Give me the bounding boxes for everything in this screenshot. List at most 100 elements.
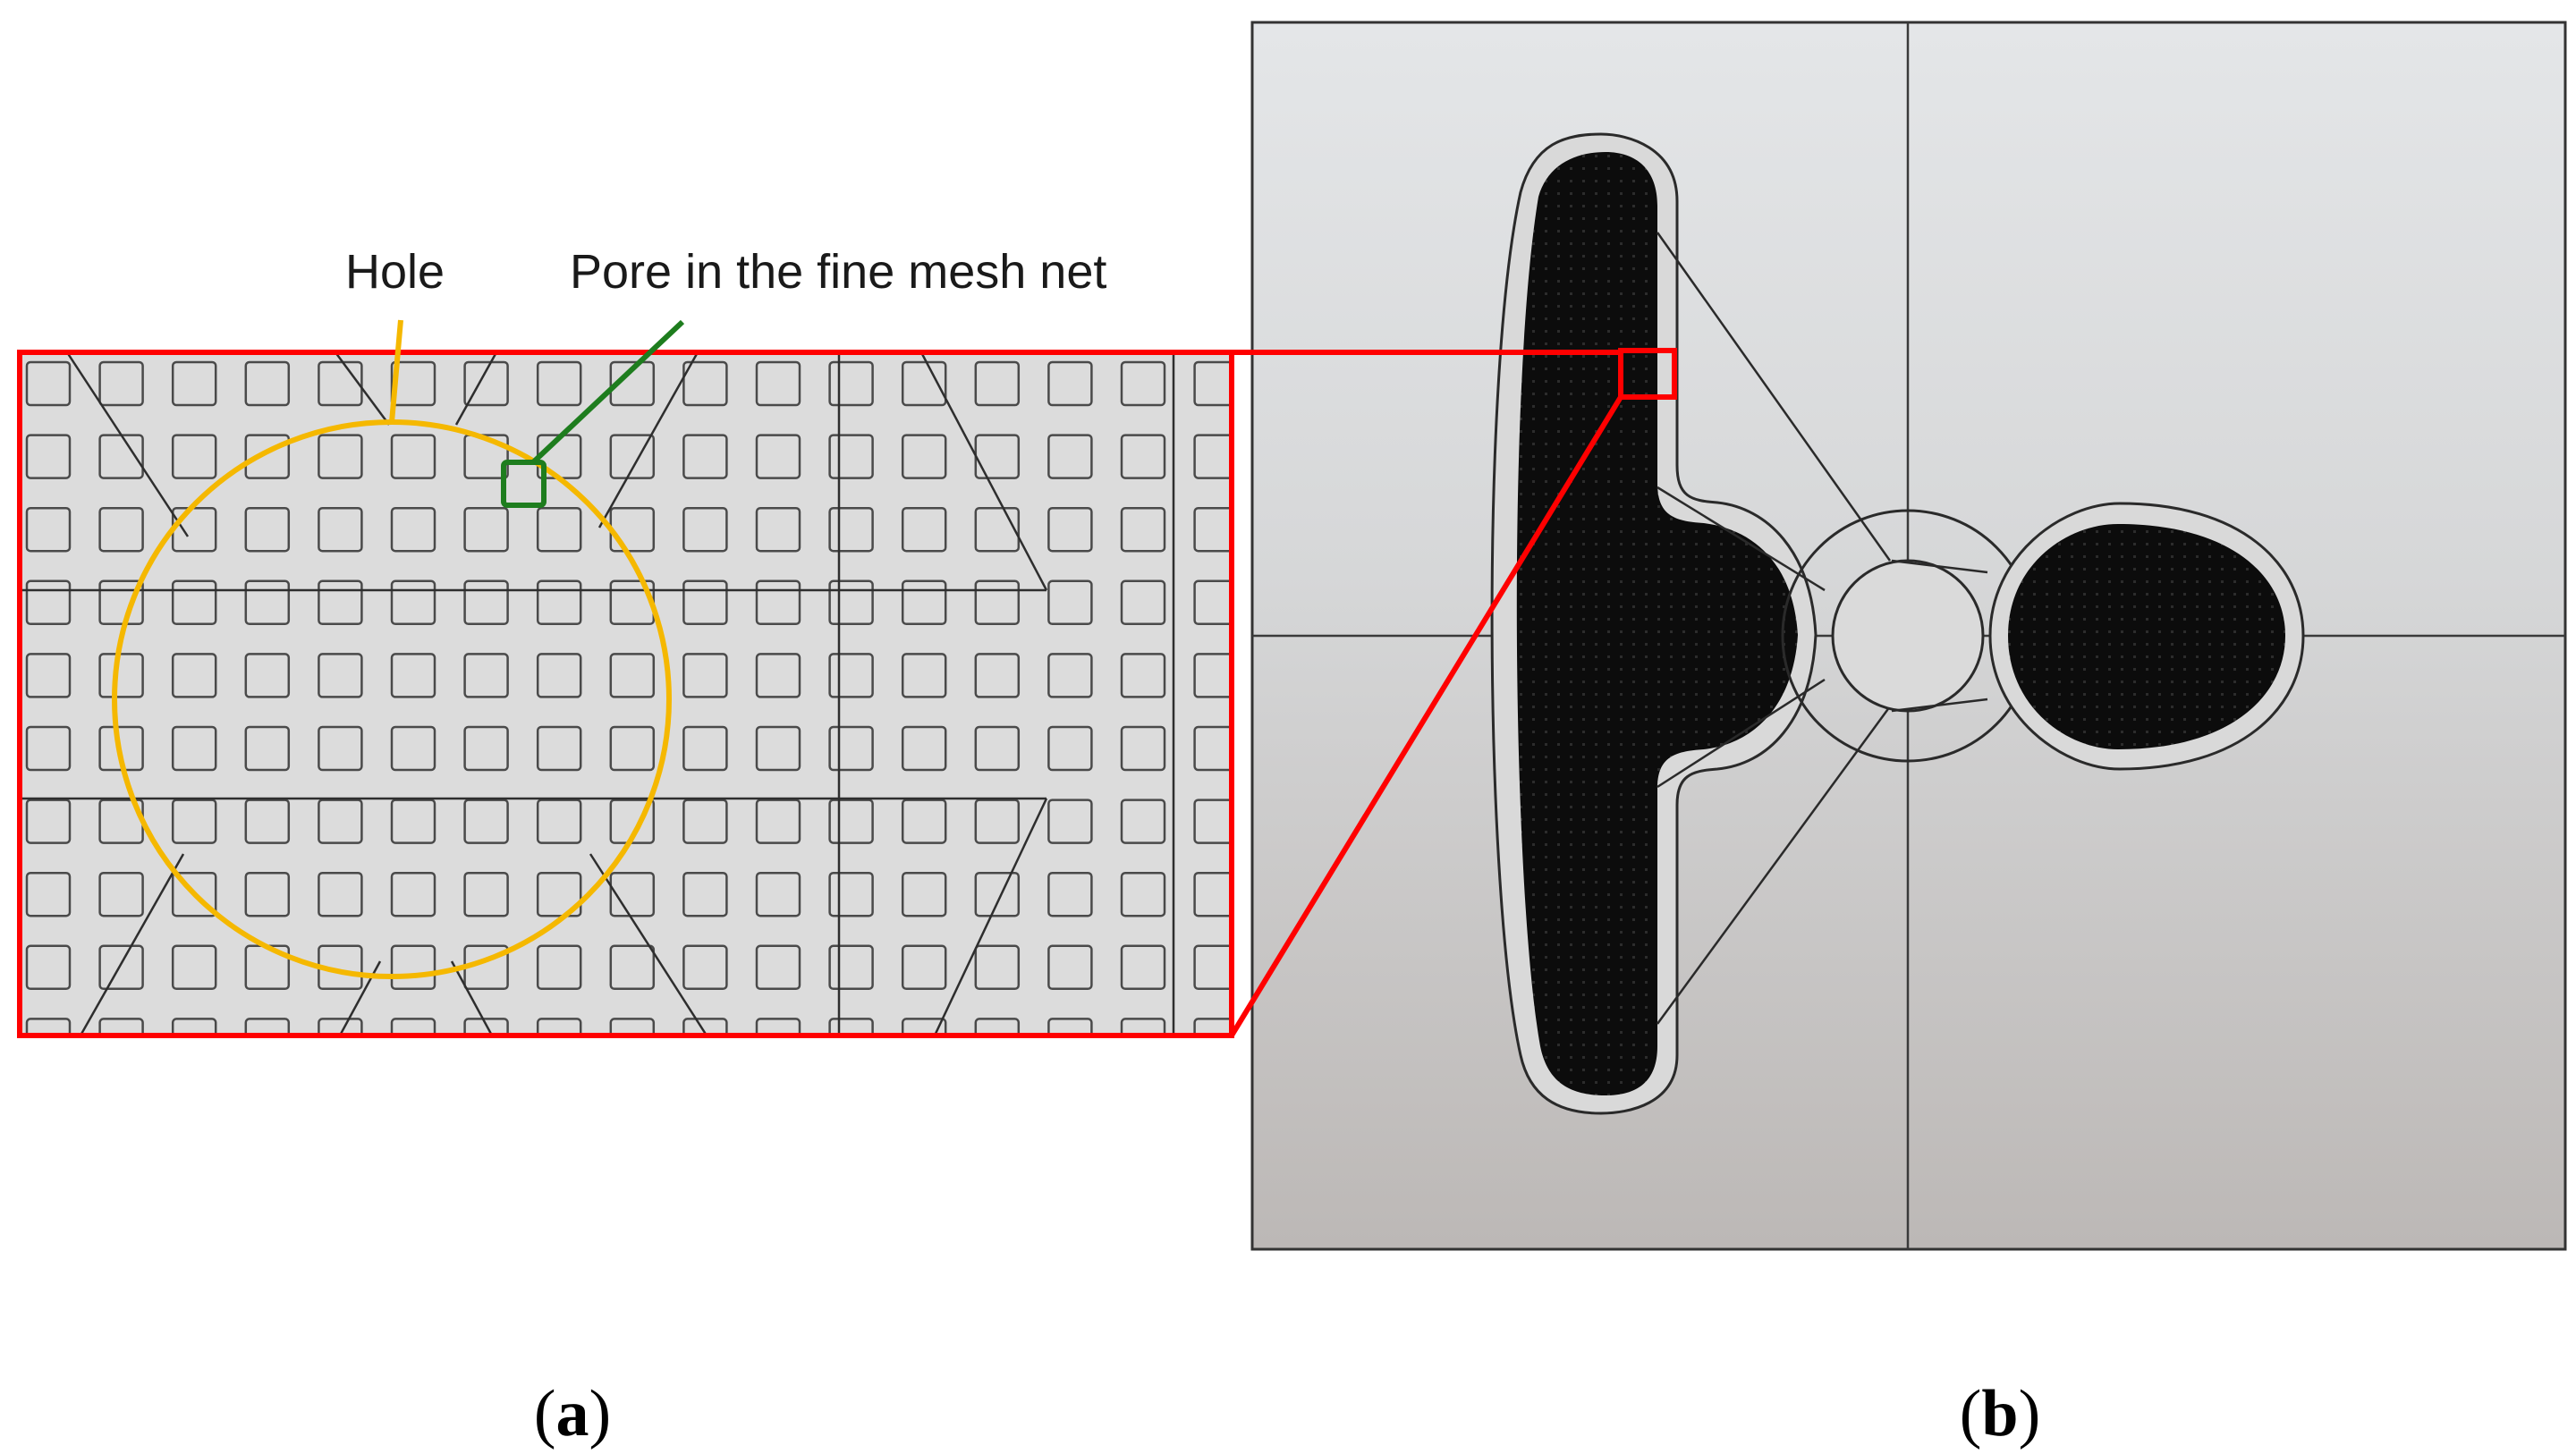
mesh-pore	[828, 360, 874, 407]
mesh-pore	[98, 653, 144, 698]
mesh-pore	[1047, 871, 1093, 917]
mesh-pore	[1047, 579, 1093, 626]
mesh-pore	[682, 434, 728, 479]
mesh-pore	[901, 653, 947, 698]
mesh-pore	[682, 1018, 728, 1036]
mesh-pore	[463, 506, 509, 553]
mesh-pore	[390, 799, 436, 844]
mesh-pore	[1047, 799, 1093, 844]
mesh-pore	[536, 1018, 582, 1036]
mesh-pore	[244, 579, 291, 626]
pore-marker	[501, 460, 547, 508]
mesh-pore	[974, 871, 1021, 917]
mesh-pore	[901, 944, 947, 991]
right-lobe-filled-region	[2008, 524, 2285, 749]
mesh-pore	[1120, 944, 1166, 991]
mesh-pore	[25, 871, 72, 917]
mesh-pore	[1193, 506, 1232, 553]
mesh-pore	[1120, 1018, 1166, 1036]
mesh-pore	[901, 434, 947, 479]
mesh-pore	[1120, 871, 1166, 917]
mesh-pore	[244, 360, 291, 407]
mesh-pore	[171, 434, 217, 479]
mesh-pore	[1047, 653, 1093, 698]
mesh-pore	[609, 944, 656, 991]
mesh-pore	[25, 653, 72, 698]
mesh-pore	[463, 725, 509, 772]
mesh-pore	[1193, 725, 1232, 772]
mesh-pore	[1047, 434, 1093, 479]
mesh-pore	[755, 506, 801, 553]
mesh-pore	[755, 579, 801, 626]
mesh-pore	[244, 1018, 291, 1036]
mesh-pore	[536, 871, 582, 917]
mesh-pore	[318, 725, 363, 772]
mesh-structure-lines	[20, 352, 1175, 1036]
mesh-pore	[1047, 944, 1093, 991]
zoom-source-marker	[1618, 348, 1677, 400]
mesh-pore	[609, 1018, 656, 1036]
mesh-pore	[25, 799, 72, 844]
mesh-pore	[828, 871, 874, 917]
mesh-pore	[828, 506, 874, 553]
mesh-pore	[536, 799, 582, 844]
mesh-pore	[974, 579, 1021, 626]
mesh-pore	[390, 653, 436, 698]
mesh-pore	[463, 579, 509, 626]
center-inner-ring	[1831, 559, 1985, 713]
mesh-pore	[98, 944, 144, 991]
mesh-pore	[318, 434, 363, 479]
mesh-pore	[828, 434, 874, 479]
mesh-pore	[98, 360, 144, 407]
mesh-pore	[25, 944, 72, 991]
mesh-pore	[244, 653, 291, 698]
mesh-pore	[609, 725, 656, 772]
mesh-pore	[1193, 871, 1232, 917]
mesh-pore	[1047, 506, 1093, 553]
mesh-pore	[755, 653, 801, 698]
mesh-pore	[974, 653, 1021, 698]
mesh-pore	[98, 579, 144, 626]
mesh-pore	[1047, 725, 1093, 772]
mesh-pore	[755, 1018, 801, 1036]
zoom-frame	[17, 350, 1234, 1038]
mesh-pore	[1120, 434, 1166, 479]
mesh-pore	[1193, 434, 1232, 479]
panel-a: Hole Pore in the fine mesh net	[17, 245, 1234, 1038]
mesh-pore	[171, 871, 217, 917]
mesh-pore	[828, 944, 874, 991]
hole-label: Hole	[345, 245, 445, 299]
mesh-pore	[390, 871, 436, 917]
mesh-pore	[463, 360, 509, 407]
mesh-pore	[318, 1018, 363, 1036]
mesh-pore	[390, 360, 436, 407]
mesh-pore	[25, 725, 72, 772]
pattern-filled-region-left	[1516, 152, 1798, 1095]
mesh-pore	[1193, 944, 1232, 991]
mesh-pore	[901, 1018, 947, 1036]
mesh-pore	[171, 360, 217, 407]
mesh-pore	[171, 579, 217, 626]
mesh-pore	[244, 434, 291, 479]
mesh-pore	[1120, 579, 1166, 626]
mesh-pore	[244, 799, 291, 844]
mesh-pore	[828, 1018, 874, 1036]
mesh-pore	[901, 506, 947, 553]
mesh-pore	[25, 579, 72, 626]
mesh-pore	[1120, 725, 1166, 772]
mesh-pore	[1120, 506, 1166, 553]
mesh-pore	[536, 944, 582, 991]
mesh-pore	[901, 725, 947, 772]
mesh-pore	[463, 653, 509, 698]
mesh-pore	[390, 944, 436, 991]
mesh-pore	[318, 653, 363, 698]
pore-leader-line	[530, 319, 685, 465]
mesh-pore	[682, 653, 728, 698]
mesh-pore	[463, 871, 509, 917]
mesh-pore	[463, 799, 509, 844]
mesh-pore	[463, 1018, 509, 1036]
mesh-pore	[828, 653, 874, 698]
mesh-pore	[755, 871, 801, 917]
mesh-pore	[901, 871, 947, 917]
